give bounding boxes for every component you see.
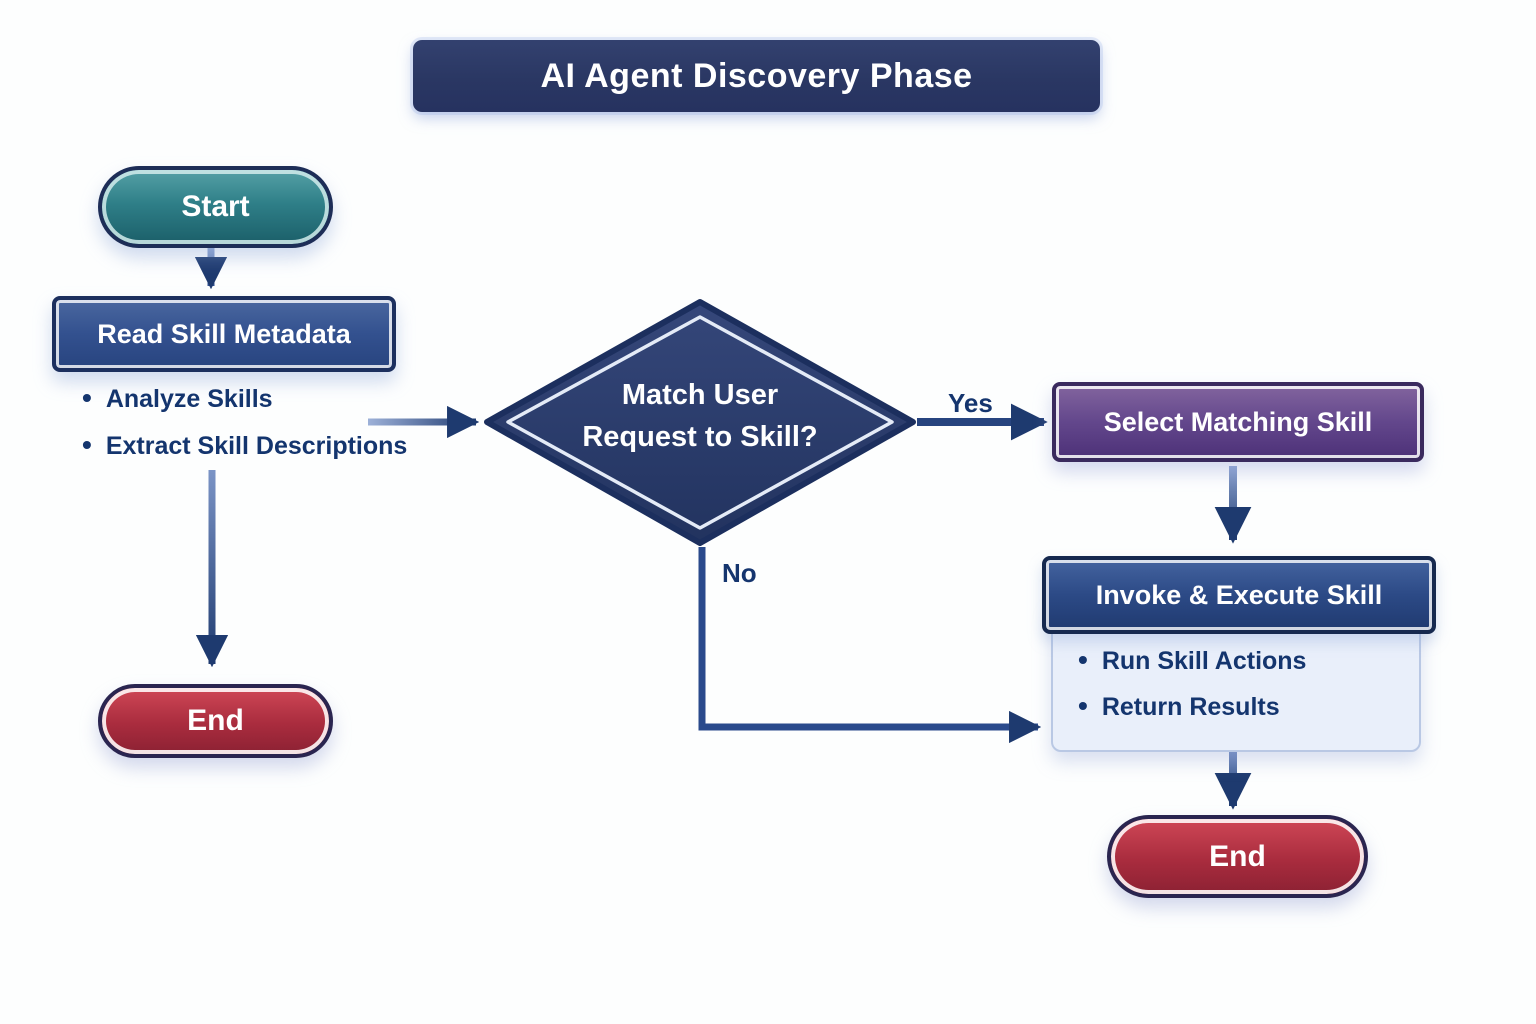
bullet-text: Run Skill Actions xyxy=(1101,647,1307,675)
decision-diamond xyxy=(484,299,916,546)
diagram-title: AI Agent Discovery Phase xyxy=(413,40,1100,112)
node-end-right-label: End xyxy=(1209,839,1266,873)
node-read-skill-metadata: Read Skill Metadata xyxy=(52,296,396,372)
decision-line-1: Match User xyxy=(621,379,779,411)
node-decision-label: Match User Request to Skill? xyxy=(520,374,880,458)
bullet-text: Analyze Skills xyxy=(105,385,273,413)
bullet-text: Return Results xyxy=(1101,693,1280,721)
node-select-matching-skill-label: Select Matching Skill xyxy=(1103,406,1373,437)
node-end-left-label: End xyxy=(187,704,244,737)
node-end-left: End xyxy=(98,684,333,758)
node-select-matching-skill: Select Matching Skill xyxy=(1052,382,1424,462)
decision-line-2: Request to Skill? xyxy=(582,421,818,453)
bullet-item: Analyze Skills xyxy=(82,382,422,429)
node-invoke-execute-skill: Invoke & Execute Skill xyxy=(1042,556,1436,634)
bullet-item: Return Results xyxy=(1078,690,1408,736)
edge-decision-no-to-invoke xyxy=(698,547,1042,744)
bullet-item: Run Skill Actions xyxy=(1078,644,1408,690)
invoke-bullet-list: Run Skill Actions Return Results xyxy=(1078,644,1408,736)
read-skill-bullet-list: Analyze Skills Extract Skill Description… xyxy=(82,382,422,476)
edge-label-yes: Yes xyxy=(948,388,993,418)
bullet-text: Extract Skill Descriptions xyxy=(105,432,408,460)
edge-label-no: No xyxy=(722,558,757,588)
node-invoke-execute-skill-label: Invoke & Execute Skill xyxy=(1095,579,1383,610)
node-read-skill-metadata-label: Read Skill Metadata xyxy=(97,318,351,349)
node-end-right: End xyxy=(1107,815,1368,898)
node-start-label: Start xyxy=(181,190,250,223)
diagram-title-text: AI Agent Discovery Phase xyxy=(540,56,973,95)
bullet-item: Extract Skill Descriptions xyxy=(82,429,422,476)
node-start: Start xyxy=(98,166,333,248)
